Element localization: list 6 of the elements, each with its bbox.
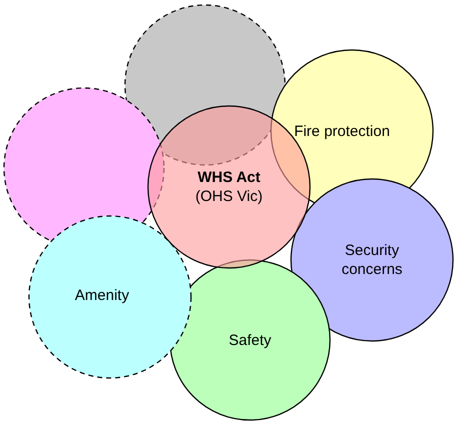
circle-label: Security concerns (340, 241, 404, 279)
circle-title: WHS Act (198, 168, 260, 187)
circle-subtitle: (OHS Vic) (195, 187, 263, 206)
circle-label: Amenity (74, 286, 130, 304)
circle-label: Safety (228, 330, 272, 350)
circle-label: Fire protection (294, 122, 390, 140)
